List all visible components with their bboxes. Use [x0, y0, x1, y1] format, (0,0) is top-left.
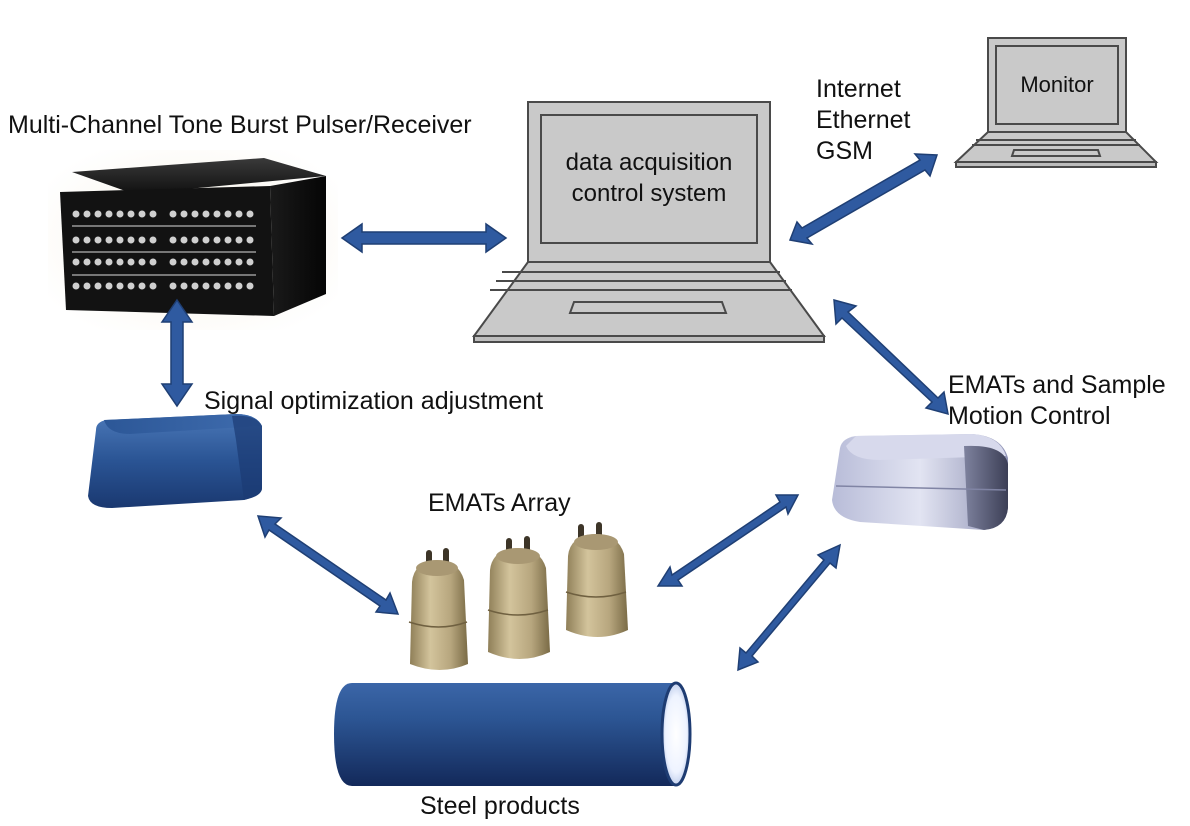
signal-optimization-label: Signal optimization adjustment — [204, 387, 544, 415]
network-line-gsm: GSM — [816, 137, 873, 165]
motion-control-box — [832, 434, 1008, 530]
network-line-internet: Internet — [816, 75, 901, 103]
laptop-screen-text: data acquisition control system — [541, 147, 757, 209]
emat-transducer-1 — [408, 548, 468, 670]
network-label: Internet Ethernet GSM — [816, 74, 911, 167]
signal-optimizer-box — [88, 414, 262, 508]
arrow-pulser-optimizer — [160, 298, 194, 408]
arrow-pulser-laptop — [340, 222, 508, 254]
arrow-optimizer-emat — [256, 515, 400, 615]
connection-arrows — [160, 153, 949, 672]
arrow-laptop-monitor — [788, 153, 939, 246]
emat-transducer-3 — [565, 522, 628, 637]
motion-control-line-1: EMATs and Sample — [948, 371, 1166, 399]
emat-transducer-2 — [487, 536, 550, 659]
laptop-screen-line-1: data acquisition — [565, 149, 733, 176]
laptop-screen-line-2: control system — [571, 180, 727, 207]
pulser-receiver-label: Multi-Channel Tone Burst Pulser/Receiver — [8, 111, 472, 139]
arrow-emat-motion — [656, 494, 800, 587]
network-line-ethernet: Ethernet — [816, 106, 911, 134]
arrow-laptop-motion — [833, 298, 949, 416]
steel-tube — [334, 681, 692, 787]
motion-control-label: EMATs and Sample Motion Control — [948, 370, 1166, 432]
steel-products-label: Steel products — [420, 792, 580, 820]
monitor-label: Monitor — [1020, 72, 1094, 97]
laptop-device — [472, 101, 826, 343]
emat-transducers — [408, 522, 628, 670]
pulser-receiver-device — [48, 150, 338, 330]
motion-control-line-2: Motion Control — [948, 402, 1111, 430]
monitor-laptop-device — [953, 37, 1159, 168]
arrow-motion-tube — [737, 543, 841, 672]
emat-array-label: EMATs Array — [428, 489, 571, 517]
